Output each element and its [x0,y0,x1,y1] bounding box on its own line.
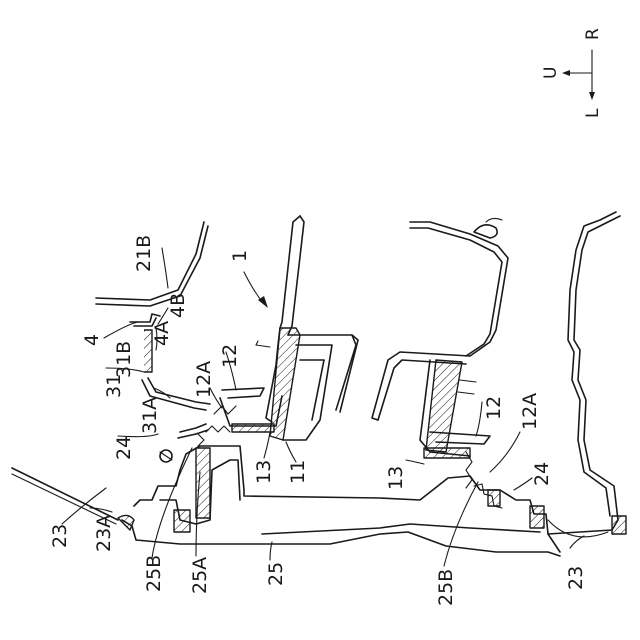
reference-labels: 1 4 4A 4B 21B 31B 31 31A 12A 12 24 13 11… [49,235,587,606]
label-25: 25 [265,562,287,586]
component-1-left-block [256,216,358,440]
label-31a: 31A [139,397,161,434]
label-31: 31 [103,374,125,398]
label-24-left: 24 [113,436,135,460]
label-11: 11 [287,460,309,484]
frame-25 [122,446,560,556]
label-25b-right: 25B [435,569,457,606]
label-23-left: 23 [49,524,71,548]
label-12-left: 12 [219,344,241,368]
label-12-right: 12 [483,396,505,420]
label-12a-left: 12A [193,361,215,398]
direction-indicator: U L R [541,28,603,118]
label-4: 4 [81,334,103,346]
label-23a: 23A [93,515,115,552]
label-23-right: 23 [565,566,587,590]
panel-23-right [548,212,626,537]
direction-label-up: U [541,67,561,79]
direction-label-right: R [583,28,603,40]
direction-label-left: L [583,108,603,118]
label-25a: 25A [189,557,211,594]
label-13-right: 13 [385,466,407,490]
label-31b: 31B [113,341,135,378]
label-12a-right: 12A [519,393,541,430]
label-1: 1 [229,250,251,262]
label-13-left: 13 [253,460,275,484]
label-4b: 4B [167,293,189,318]
label-4a: 4A [151,321,173,346]
label-25b-left: 25B [143,555,165,592]
panel-23-left [12,468,134,530]
label-24-right: 24 [531,462,553,486]
label-21b: 21B [133,235,155,272]
